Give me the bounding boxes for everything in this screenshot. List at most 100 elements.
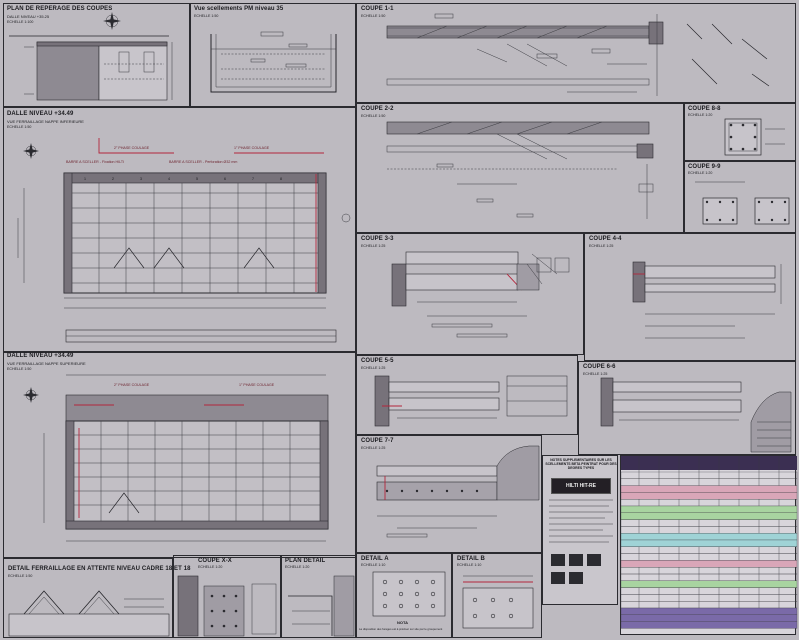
coupe-4-title: COUPE 4-4 [589, 236, 622, 242]
table-row [620, 601, 798, 609]
grid-number: 6 [224, 177, 226, 181]
table-row [620, 471, 798, 479]
dalle-inf-title: DALLE NIVEAU +34.49 [7, 111, 74, 117]
detail-b-drawing [462, 575, 534, 629]
dalle-inferieure-panel: DALLE NIVEAU +34.49 VUE FERRAILLAGE NAPP… [3, 107, 356, 352]
dalle-sup-scale: ECHELLE 1:50 [7, 367, 32, 371]
table-row [620, 621, 798, 629]
coupe-5-panel: COUPE 5-5 ECHELLE 1:25 [356, 355, 578, 435]
vue-scellements-scale: ECHELLE 1:50 [194, 14, 219, 18]
coupe-5-title: COUPE 5-5 [361, 358, 394, 364]
coupe-xx-title: COUPE X-X [198, 558, 232, 564]
detail-a-drawing [372, 571, 446, 617]
coupe-8-scale: ECHELLE 1:20 [688, 113, 713, 117]
table-row [620, 526, 798, 534]
dalle-superieure-panel: DALLE NIVEAU +34.49 VUE FERRAILLAGE NAPP… [3, 352, 356, 558]
plan-detail-drawing [288, 575, 355, 637]
table-row [620, 512, 798, 520]
coupe-3-drawing [391, 251, 570, 338]
table-row [620, 587, 798, 595]
detail-attente-drawing [8, 590, 170, 637]
coupe-2-title: COUPE 2-2 [361, 106, 394, 112]
plan-detail-scale: ECHELLE 1:20 [285, 565, 310, 569]
north-arrow-icon [23, 387, 39, 403]
table-row [620, 607, 798, 615]
table-row [620, 594, 798, 602]
plan-detail-title: PLAN DETAIL [285, 558, 326, 564]
north-arrow-icon [103, 12, 121, 30]
dalle-inf-subtitle: VUE FERRAILLAGE NAPPE INFERIEURE [7, 119, 84, 124]
table-row [620, 492, 798, 500]
coupe-5-scale: ECHELLE 1:25 [361, 366, 386, 370]
coupe-4-drawing [632, 261, 782, 339]
grid-number: 7 [252, 177, 254, 181]
coupe-7-panel: COUPE 7-7 ECHELLE 1:25 [356, 435, 542, 553]
hilti-logo: HILTI HIT-RE [551, 478, 611, 494]
coupe-7-scale: ECHELLE 1:25 [361, 446, 386, 450]
grid-number: 3 [140, 177, 142, 181]
dalle-inf-phase-2: 2° PHASE COULAGE [114, 146, 150, 150]
detail-b-panel: DETAIL B ECHELLE 1:10 [452, 553, 542, 638]
dalle-sup-drawing [23, 374, 329, 542]
coupe-8-panel: COUPE 8-8 ECHELLE 1:20 [684, 103, 796, 161]
detail-a-panel: DETAIL A ECHELLE 1:10 NOTA La dispositio… [356, 553, 452, 638]
notes-title: NOTES SUPPLEMENTAIRES SUR LES SCELLEMENT… [545, 458, 617, 470]
plan-reperage-scale: ECHELLE 1:100 [7, 20, 34, 24]
coupe-7-title: COUPE 7-7 [361, 438, 394, 444]
detail-b-title: DETAIL B [457, 556, 485, 562]
dalle-inf-tag-2: BARRE A SCELLER - Perforation Ø32 mm [169, 160, 238, 164]
coupe-6-panel: COUPE 6-6 ECHELLE 1:25 [578, 361, 796, 455]
table-row [620, 553, 798, 561]
coupe-xx-scale: ECHELLE 1:20 [198, 565, 223, 569]
table-row [620, 539, 798, 547]
grid-number: 5 [196, 177, 198, 181]
nomenclature-table [620, 455, 798, 635]
north-arrow-icon [23, 143, 39, 159]
grid-number: 1 [84, 177, 86, 181]
coupe-8-drawing [724, 118, 785, 156]
coupe-3-title: COUPE 3-3 [361, 236, 394, 242]
table-row [620, 478, 798, 486]
table-row [620, 499, 798, 507]
table-row [620, 580, 798, 588]
dalle-sup-subtitle: VUE FERRAILLAGE NAPPE SUPERIEURE [7, 361, 86, 366]
coupe-5-drawing [374, 375, 568, 427]
dalle-inf-scale: ECHELLE 1:50 [7, 125, 32, 129]
plan-detail-panel: PLAN DETAIL ECHELLE 1:20 [281, 555, 356, 638]
notes-panel: NOTES SUPPLEMENTAIRES SUR LES SCELLEMENT… [542, 455, 618, 605]
coupe-4-panel: COUPE 4-4 ECHELLE 1:25 [584, 233, 796, 361]
table-row [620, 560, 798, 568]
dalle-sup-phase-1: 1° PHASE COULAGE [239, 383, 275, 387]
coupe-9-drawing [695, 181, 790, 225]
notes-text-lines [549, 499, 613, 584]
grid-number: 4 [168, 177, 170, 181]
coupe-3-panel: COUPE 3-3 ECHELLE 1:25 [356, 233, 584, 355]
plan-reperage-subtitle: DALLE NIVEAU +35.25 [7, 14, 50, 19]
nota-title: NOTA [397, 620, 409, 625]
detail-attente-title: DETAIL FERRAILLAGE EN ATTENTE NIVEAU CAD… [8, 566, 191, 572]
table-row [620, 533, 798, 541]
dalle-sup-phase-2: 2° PHASE COULAGE [114, 383, 150, 387]
coupe-1-title: COUPE 1-1 [361, 6, 394, 12]
coupe-8-title: COUPE 8-8 [688, 106, 721, 112]
table-row [620, 519, 798, 527]
coupe-2-panel: COUPE 2-2 ECHELLE 1:50 [356, 103, 684, 233]
vue-scellements-title: Vue scellements PM niveau 35 [194, 6, 284, 12]
detail-attente-scale: ECHELLE 1:50 [8, 574, 33, 578]
coupe-1-panel: COUPE 1-1 ECHELLE 1:50 [356, 3, 796, 103]
table-row [620, 485, 798, 493]
detail-a-title: DETAIL A [361, 556, 389, 562]
coupe-9-scale: ECHELLE 1:20 [688, 171, 713, 175]
table-row [620, 567, 798, 575]
nota-text: La disposition des forages est à précise… [359, 627, 443, 631]
grid-number: 8 [280, 177, 282, 181]
grid-number: 2 [112, 177, 114, 181]
dalle-inf-phase-1: 1° PHASE COULAGE [234, 146, 270, 150]
coupe-1-scale: ECHELLE 1:50 [361, 14, 386, 18]
coupe-9-panel: COUPE 9-9 ECHELLE 1:20 [684, 161, 796, 233]
dalle-inf-drawing [17, 138, 351, 343]
vue-scellements-panel: Vue scellements PM niveau 35 ECHELLE 1:5… [190, 3, 356, 107]
dalle-inf-tag-1: BARRE A SCELLER - Fixation HILTI [66, 160, 125, 164]
detail-a-scale: ECHELLE 1:10 [361, 563, 386, 567]
coupe-9-title: COUPE 9-9 [688, 164, 721, 170]
